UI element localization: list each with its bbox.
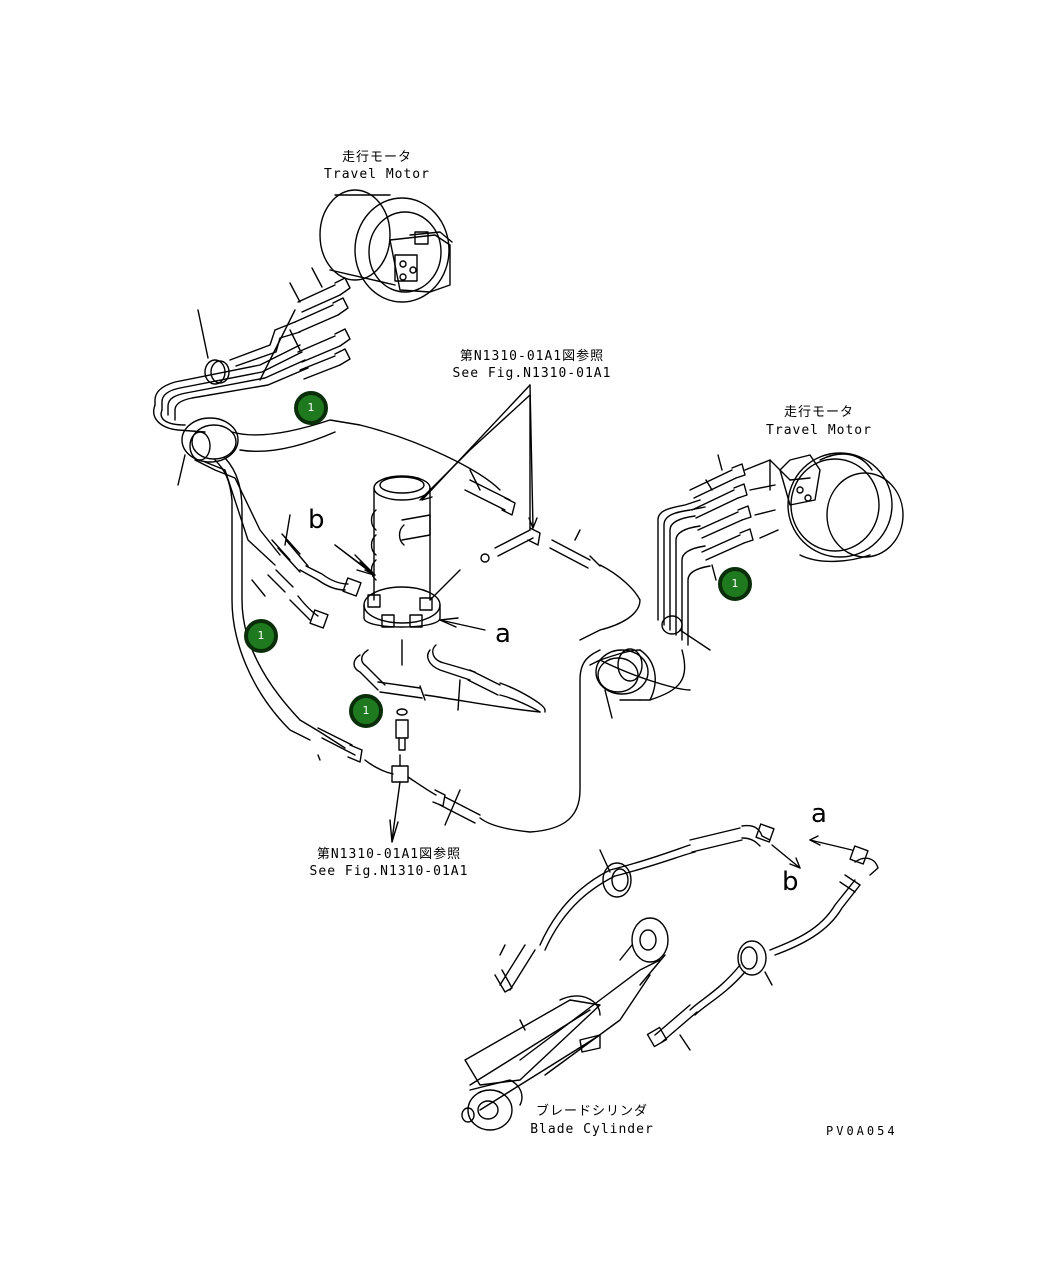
see-fig-top-label-en: See Fig.N1310-01A1 (452, 366, 612, 381)
view-letter-a-main: a (495, 619, 511, 649)
pipe-clamp-left (177, 417, 239, 486)
view-letter-a-inset: a (811, 799, 827, 829)
see-fig-bottom-label-jp: 第N1310-01A1図参照 (316, 847, 462, 862)
right-motor-fittings (689, 454, 791, 581)
travel-motor-top (319, 189, 453, 303)
lower-left-pipes (299, 649, 641, 843)
travel-motor-top-label-en: Travel Motor (324, 167, 430, 182)
see-fig-bottom-label-en: See Fig.N1310-01A1 (309, 864, 469, 879)
figure-code: PV0A054 (826, 1124, 898, 1138)
travel-motor-right-label-jp: 走行モータ (783, 405, 855, 420)
blade-cylinder-inset (461, 823, 879, 1131)
callout-marker-1[interactable]: 1 (718, 567, 752, 601)
left-hose-fittings (251, 514, 362, 629)
callout-marker-1[interactable]: 1 (294, 391, 328, 425)
callout-marker-1[interactable]: 1 (244, 619, 278, 653)
see-fig-top-label-jp: 第N1310-01A1図参照 (459, 349, 605, 364)
pipe-clamp-right (595, 648, 649, 719)
top-fittings (289, 267, 351, 380)
view-arrow-b-main (334, 544, 375, 576)
left-vertical-pipes (194, 419, 501, 741)
travel-motor-top-label-jp: 走行モータ (341, 150, 413, 165)
top-left-pipe-bundle (153, 309, 309, 433)
lower-swivel-fittings (353, 644, 546, 751)
view-arrow-a-main (439, 617, 486, 631)
view-letter-b-main: b (308, 505, 325, 535)
see-fig-top-leaders (421, 384, 538, 529)
view-letter-b-inset: b (782, 867, 799, 897)
travel-motor-right (779, 452, 904, 563)
callout-marker-1[interactable]: 1 (349, 694, 383, 728)
blade-cylinder-label-en: Blade Cylinder (530, 1122, 654, 1137)
travel-motor-right-label-en: Travel Motor (766, 423, 872, 438)
right-pipe-bundle (599, 499, 711, 701)
blade-cylinder-label-jp: ブレードシリンダ (535, 1104, 649, 1119)
right-center-fittings (464, 394, 641, 641)
